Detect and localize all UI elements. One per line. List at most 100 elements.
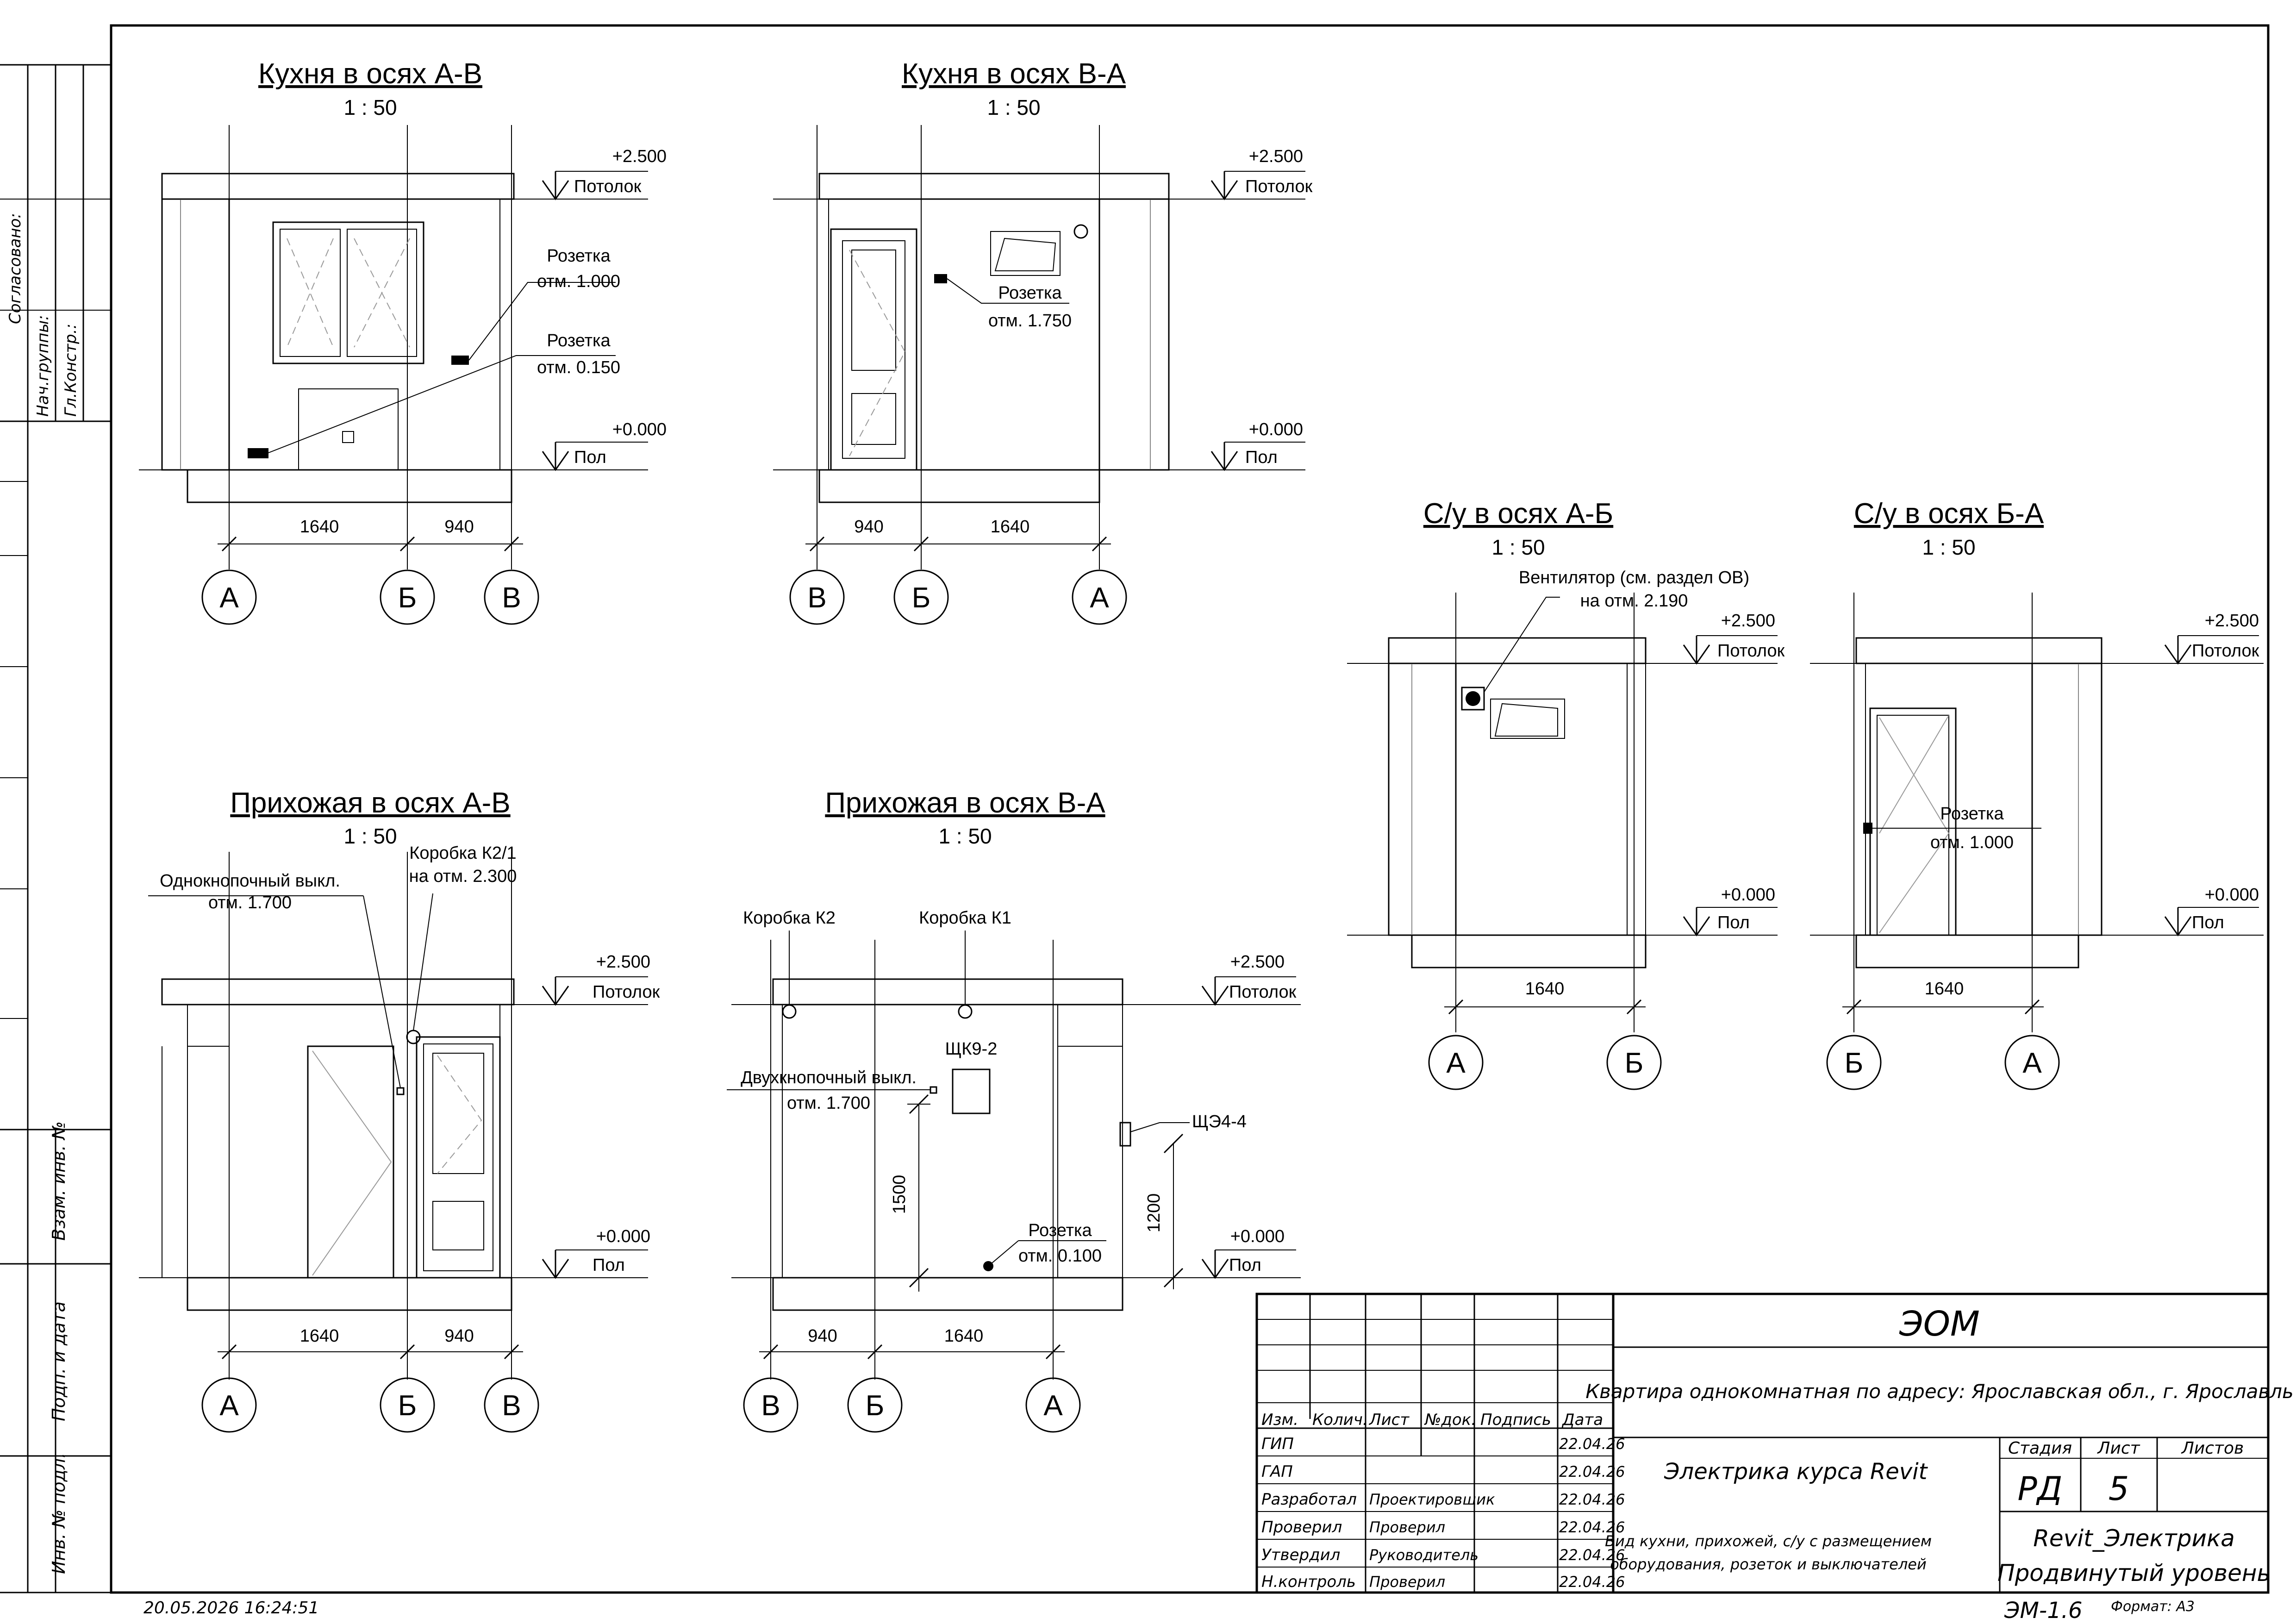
view-bath-ba: С/у в осях Б-А 1 : 50 Розетка отм. 1.000… [1810,498,2264,1090]
dim-1640: 1640 [300,1326,339,1346]
col-header: №док. [1424,1411,1476,1429]
socket-elevation: отм. 1.750 [988,311,1072,331]
col-header: Лист [1368,1411,1410,1429]
view-bath-ab: С/у в осях А-Б 1 : 50 Вентилятор (см. ра… [1347,498,1785,1090]
role: Н.контроль [1261,1573,1356,1591]
role: ГИП [1261,1435,1294,1453]
sheet-format: Формат: А3 [2111,1599,2195,1615]
stamp-agreed: Согласовано: [6,213,25,324]
print-timestamp: 20.05.2026 16:24:51 [144,1599,319,1618]
date: 22.04.26 [1559,1435,1625,1453]
axis-a: А [1446,1047,1466,1079]
role: Проверил [1261,1518,1342,1537]
view-scale: 1 : 50 [1922,535,1975,559]
level-top-name: Потолок [574,177,642,196]
view-title: Прихожая в осях А-В [230,787,510,819]
title-block: ЭОМ Квартира однокомнатная по адресу: Яр… [1255,1293,2294,1594]
axis-b: Б [1845,1047,1864,1079]
level-top-name: Потолок [1229,982,1297,1002]
stamp-inv: Инв. № подл. [49,1453,69,1574]
switch-label: Двухкнопочный выкл. [741,1068,917,1087]
level-top-value: +2.500 [1721,611,1775,631]
level-top-value: +2.500 [596,952,650,972]
socket-label: Розетка [547,331,611,350]
stamp-group-head: Нач.группы: [34,315,52,417]
doc-address: Квартира однокомнатная по адресу: Яросла… [1585,1380,2293,1403]
sheet-desc: оборудования, розеток и выключателей [1610,1555,1927,1573]
col-header: Подпись [1480,1411,1551,1429]
view-title: Кухня в осях А-В [258,58,482,90]
date: 22.04.26 [1559,1518,1625,1536]
view-kitchen-ab: Кухня в осях А-В 1 : 50 +2.500 Потолок [139,58,667,625]
side-stamp: Согласовано: Нач.группы: Гл.Констр.: Вза… [0,64,111,1593]
view-scale: 1 : 50 [1491,535,1545,559]
view-title: Прихожая в осях В-А [825,787,1105,819]
socket-label: Розетка [1940,804,2004,824]
level-bottom-value: +0.000 [1249,420,1303,439]
dim-940: 940 [808,1326,837,1346]
dim-940: 940 [444,517,474,537]
box-label: Коробка К1 [919,908,1011,928]
view-scale: 1 : 50 [938,824,992,848]
level-top-value: +2.500 [1230,952,1285,972]
axis-v: В [502,1390,521,1422]
level-top-value: +2.500 [2205,611,2259,631]
person: Руководитель [1369,1546,1479,1564]
socket-label: Розетка [1028,1221,1092,1240]
dim-1200: 1200 [1144,1193,1164,1233]
role: ГАП [1261,1462,1293,1481]
axis-b: Б [398,1390,417,1422]
person: Проверил [1369,1518,1445,1536]
view-hall-ba: Прихожая в осях В-А 1 : 50 Коробка К2 Ко… [727,787,1301,1433]
dim-1640: 1640 [300,517,339,537]
level-bottom-value: +0.000 [612,420,667,439]
socket-elevation: отм. 1.000 [537,272,620,291]
socket-elevation: отм. 1.000 [1930,833,2014,852]
level-bottom-name: Пол [593,1255,625,1275]
panel-label: ЩК9-2 [945,1039,998,1059]
fan-label: Вентилятор (см. раздел ОВ) [1519,568,1749,587]
level-bottom-name: Пол [1229,1255,1261,1275]
view-kitchen-ba: Кухня в осях В-А 1 : 50 Розетка отм. 1.7… [773,58,1313,625]
level-bottom-name: Пол [1717,913,1750,932]
dim-1640: 1640 [1925,979,1964,999]
level-bottom-value: +0.000 [596,1227,650,1246]
dim-1640: 1640 [991,517,1030,537]
panel-label: ЩЭ4-4 [1192,1112,1247,1131]
level-bottom-name: Пол [2192,913,2224,932]
org-name: Revit_Электрика [2033,1525,2235,1552]
drawing-number: ЭМ-1.6 [2004,1598,2083,1624]
axis-a: А [219,582,239,614]
level-bottom-value: +0.000 [1721,885,1775,905]
view-title: Кухня в осях В-А [902,58,1126,90]
axis-b: Б [912,582,931,614]
level-top-name: Потолок [1717,641,1785,661]
switch-elevation: отм. 1.700 [208,893,292,912]
view-title: С/у в осях Б-А [1854,498,2044,530]
level-bottom-name: Пол [1245,448,1278,467]
axis-b: Б [866,1390,885,1422]
level-top-value: +2.500 [612,147,667,166]
doc-code: ЭОМ [1899,1304,1980,1344]
dim-940: 940 [444,1326,474,1346]
stamp-replace: Взам. инв. № [49,1121,69,1241]
level-top-name: Потолок [593,982,660,1002]
date: 22.04.26 [1559,1573,1625,1591]
axis-v: В [807,582,826,614]
sheets-label: Листов [2181,1439,2244,1458]
level-top-value: +2.500 [1249,147,1303,166]
date: 22.04.26 [1559,1491,1625,1508]
dim-1640: 1640 [944,1326,984,1346]
socket-label: Розетка [998,283,1062,303]
dim-1500: 1500 [890,1175,909,1214]
switch-elevation: отм. 1.700 [787,1093,870,1113]
axis-a: А [219,1390,239,1422]
col-header: Колич. [1312,1411,1368,1429]
socket-elevation: отм. 0.150 [537,358,620,377]
stage-value: РД [2018,1470,2063,1508]
axis-v: В [761,1390,780,1422]
view-scale: 1 : 50 [987,95,1040,119]
axis-b: Б [1625,1047,1644,1079]
level-top-name: Потолок [2192,641,2259,661]
